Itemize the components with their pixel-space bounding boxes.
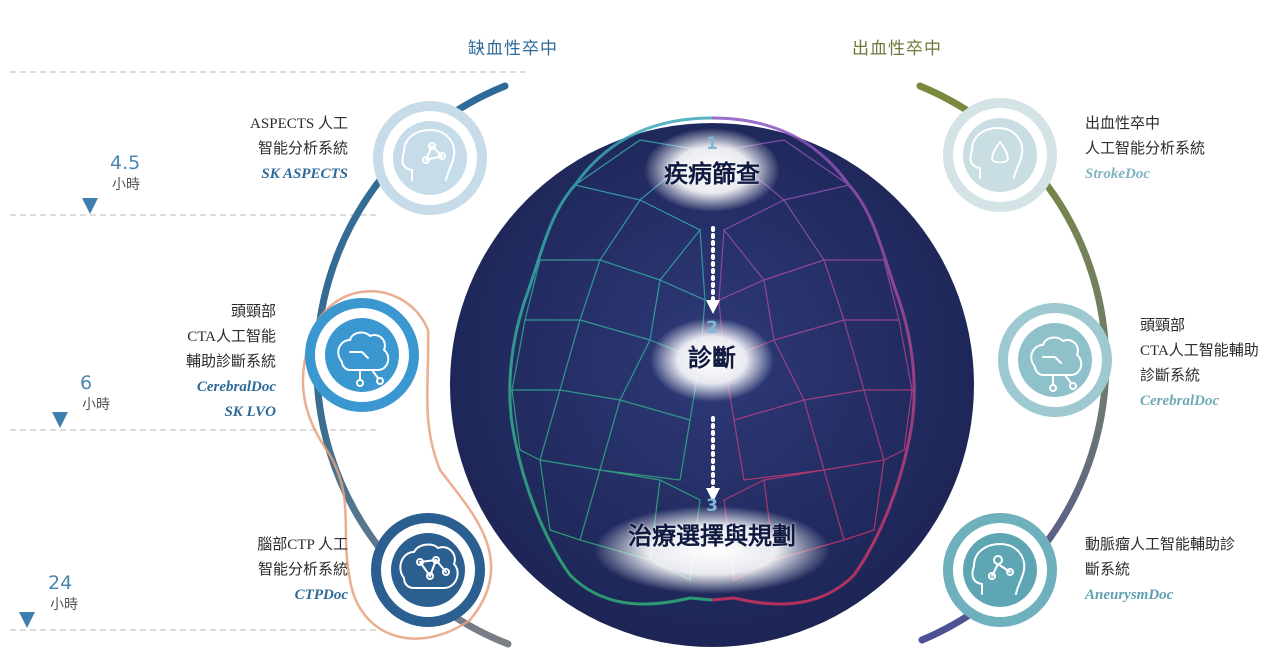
head-drop-icon	[969, 127, 1024, 179]
right-icon-3[interactable]	[943, 513, 1057, 627]
left-icon-3[interactable]	[371, 513, 485, 627]
step-1-glow	[644, 128, 780, 212]
product-name: CerebralDoc	[196, 379, 276, 395]
step-arrows	[706, 226, 720, 502]
timeline-gridlines	[10, 71, 525, 631]
timeline-arrows	[19, 80, 98, 628]
product-name: SK ASPECTS	[261, 166, 348, 182]
left-item-3-text: 腦部CTP 人工 智能分析系統 CTPDoc	[257, 533, 348, 608]
brain-circuit-icon	[337, 331, 390, 387]
hemorrhagic-header: 出血性卒中	[852, 39, 942, 59]
right-item-1-text: 出血性卒中 人工智能分析系統 StrokeDoc	[1085, 112, 1205, 187]
head-network-icon	[401, 129, 456, 181]
right-icon-2[interactable]	[998, 303, 1112, 417]
head-aneurysm-icon	[971, 543, 1026, 595]
left-icon-2[interactable]	[305, 298, 419, 412]
ischemic-header: 缺血性卒中	[468, 39, 558, 59]
highlight-capsule	[301, 290, 493, 640]
left-item-1-text: ASPECTS 人工 智能分析系統 SK ASPECTS	[250, 112, 348, 187]
right-item-3-text: 動脈瘤人工智能輔助診 斷系統 AneurysmDoc	[1085, 533, 1235, 608]
left-item-2-text: 頭頸部 CTA人工智能 輔助診斷系統 CerebralDoc SK LVO	[186, 300, 276, 425]
product-name: SK LVO	[224, 404, 276, 420]
step-2-glow	[650, 318, 774, 402]
right-item-2-text: 頭頸部 CTA人工智能輔助 診斷系統 CerebralDoc	[1140, 314, 1259, 414]
brain-network-icon	[399, 543, 459, 589]
product-name: CerebralDoc	[1140, 393, 1220, 409]
product-name: StrokeDoc	[1085, 166, 1150, 182]
product-name: CTPDoc	[294, 587, 348, 603]
brain-circuit-icon-right	[1030, 336, 1083, 392]
product-name: AneurysmDoc	[1085, 587, 1174, 603]
step-3-glow	[594, 506, 830, 594]
right-icon-1[interactable]	[943, 98, 1057, 212]
